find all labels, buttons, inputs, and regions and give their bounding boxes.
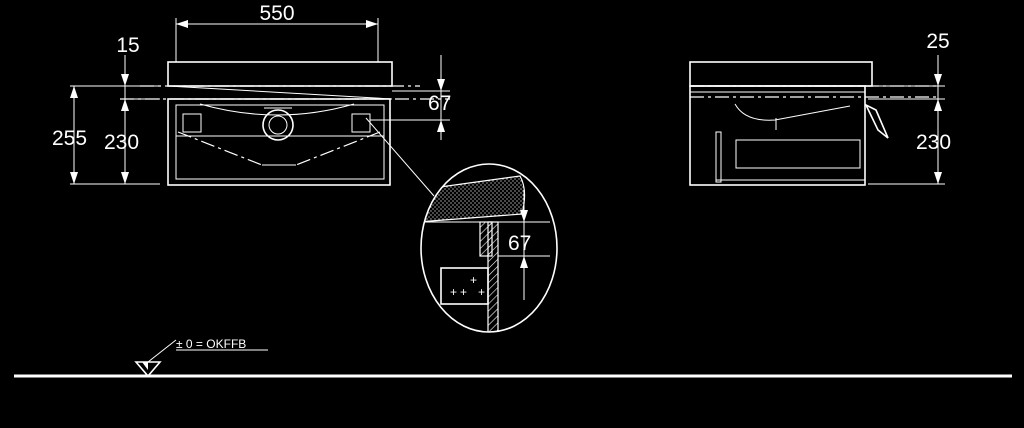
svg-text:+: + [460,285,467,299]
total-height-dimension: 255 [52,127,87,150]
floor-reference: ± 0 = OKFFB [14,337,1012,378]
width-dimension: 550 [259,2,294,25]
side-body-height-dimension: 230 [916,131,951,154]
floor-level-label: ± 0 = OKFFB [176,337,246,351]
body-height-dimension: 230 [104,131,139,154]
front-view: 550 15 255 230 67 [52,2,451,197]
detail-offset-dimension: 67 [508,232,531,255]
detail-view: + + + + 67 [420,163,558,333]
side-view: 25 230 [689,30,951,186]
offset-dimension: 67 [428,92,451,115]
side-top-gap-dimension: 25 [926,30,949,53]
svg-text:+: + [470,273,477,287]
svg-text:+: + [450,285,457,299]
svg-text:+: + [478,285,485,299]
top-gap-dimension: 15 [116,34,139,57]
